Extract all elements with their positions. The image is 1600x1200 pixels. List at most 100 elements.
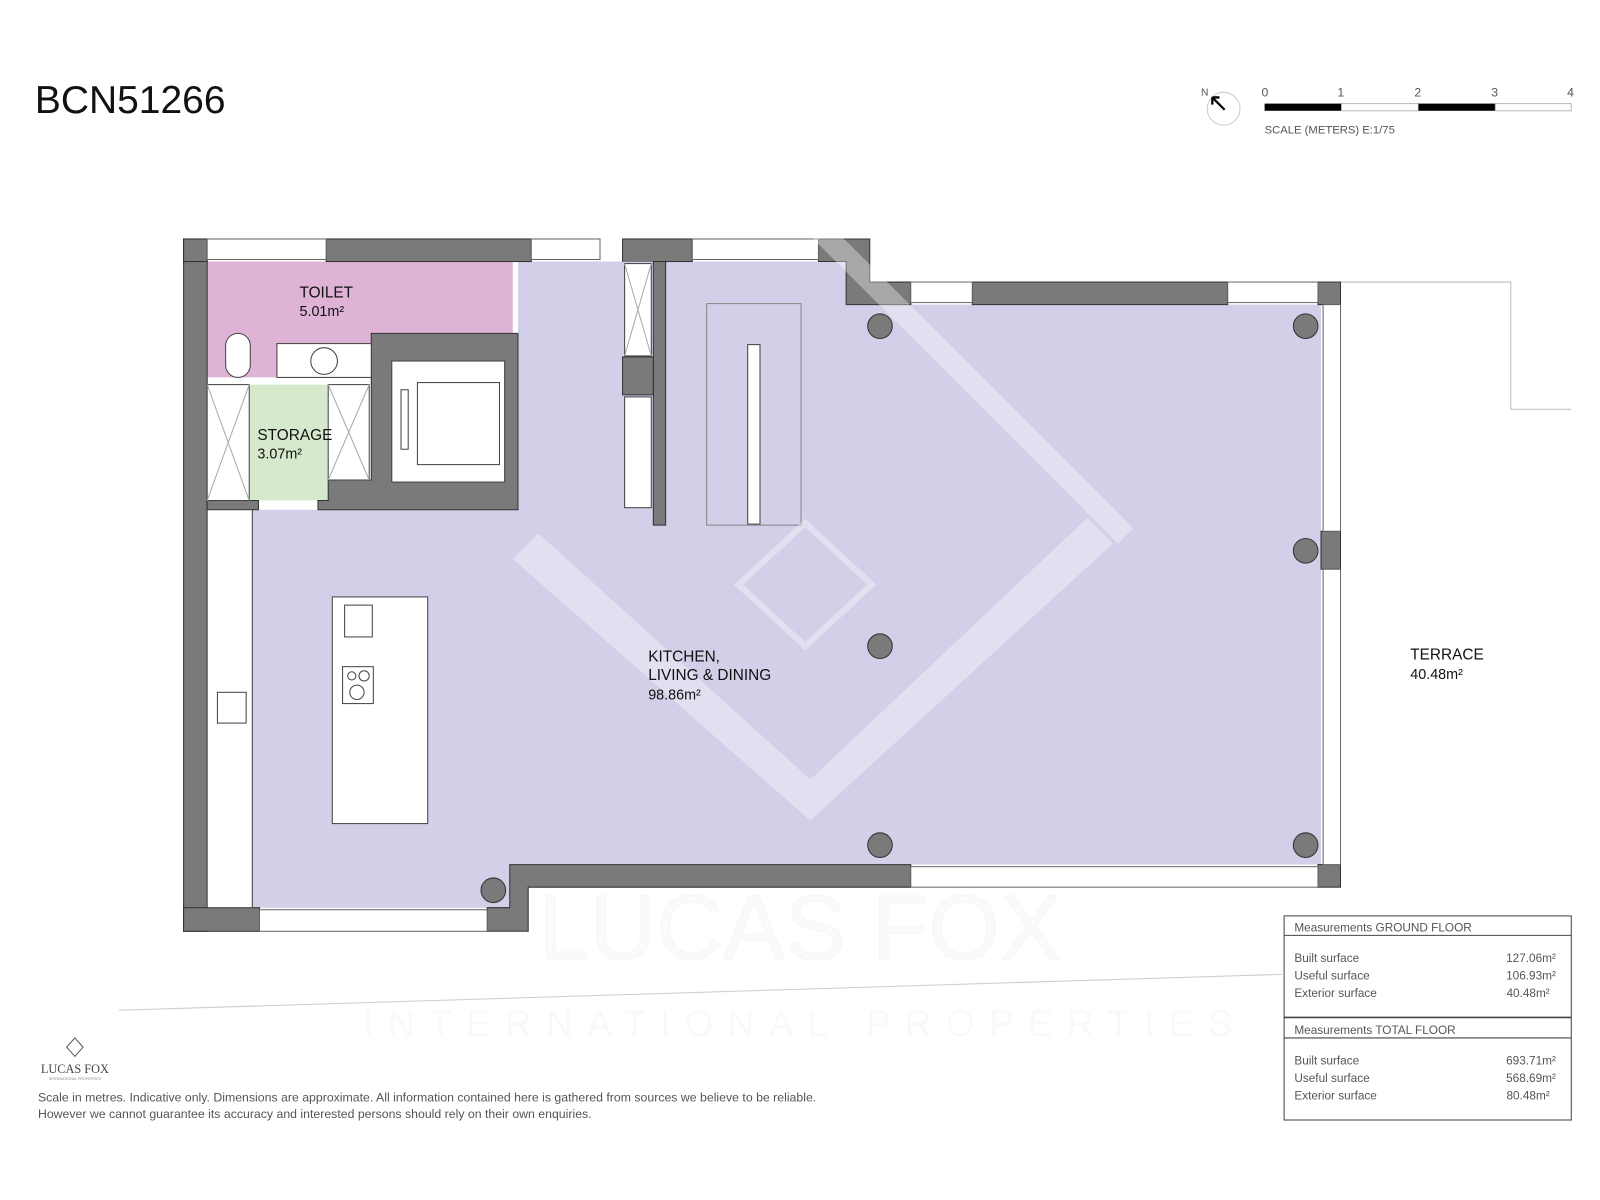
watermark-logo	[733, 518, 877, 651]
measure-label: Useful surface	[1294, 969, 1370, 982]
window	[910, 866, 1319, 888]
wall	[622, 238, 693, 263]
washbasin-icon	[310, 347, 338, 375]
scale-caption: SCALE (METERS) E:1/75	[1265, 124, 1395, 136]
cabinet-cross	[206, 384, 250, 501]
storage-label: STORAGE	[257, 427, 332, 444]
column	[1292, 537, 1319, 564]
scale-tick: 4	[1567, 85, 1574, 99]
wall	[652, 261, 667, 526]
column	[1292, 832, 1319, 858]
window	[1322, 304, 1342, 532]
lucas-fox-logo: LUCAS FOX INTERNATIONAL PROPERTIES	[41, 1037, 109, 1081]
measurements-table: Measurements GROUND FLOOR Built surface …	[1283, 915, 1572, 1121]
toilet-area: 5.01m²	[299, 304, 344, 320]
scale-segment	[1341, 103, 1419, 112]
measure-label: Built surface	[1294, 1055, 1359, 1068]
floor-areas	[207, 261, 1322, 908]
watermark-logo	[810, 205, 1134, 544]
kitchen-label: KITCHEN,	[648, 649, 720, 666]
watermark: LUCAS FOX INTERNATIONAL PROPERTIES	[363, 205, 1246, 1044]
measure-label: Exterior surface	[1294, 987, 1377, 1000]
scale-tick: 3	[1491, 85, 1498, 99]
scale-bar: N 0 1 2 3 4 SCALE (METERS) E:1/75	[1201, 85, 1574, 136]
sink-icon	[216, 691, 247, 724]
window	[1322, 568, 1342, 866]
measure-value: 693.71m²	[1506, 1055, 1556, 1068]
property-reference: BCN51266	[35, 79, 226, 122]
wall	[206, 499, 259, 511]
island-sink-icon	[344, 604, 373, 638]
wall	[183, 238, 208, 263]
toilet-label: TOILET	[299, 284, 353, 301]
living-floor	[207, 261, 1322, 908]
columns	[480, 313, 1319, 904]
measure-value: 80.48m²	[1507, 1089, 1550, 1102]
measure-value: 568.69m²	[1506, 1072, 1556, 1085]
measure-label: Built surface	[1294, 952, 1359, 965]
window	[206, 238, 327, 260]
column	[1292, 313, 1319, 339]
toilet-bowl-icon	[225, 332, 251, 378]
terrace-outline	[1340, 281, 1572, 410]
watermark-text: INTERNATIONAL PROPERTIES	[363, 1003, 1246, 1044]
staircase	[706, 303, 802, 526]
column	[867, 313, 893, 339]
disclaimer-line: However we cannot guarantee its accuracy…	[38, 1107, 592, 1121]
cabinet-cross	[327, 384, 370, 481]
window	[910, 281, 973, 304]
disclaimer-line: Scale in metres. Indicative only. Dimens…	[38, 1091, 816, 1105]
kitchen-area: 98.86m²	[648, 687, 701, 703]
scale-tick: 1	[1337, 85, 1344, 99]
measure-value: 127.06m²	[1506, 952, 1556, 965]
measure-value: 40.48m²	[1507, 987, 1550, 1000]
north-arrow-icon	[1211, 96, 1226, 111]
closet-cross	[624, 263, 652, 357]
terrace-label: TERRACE	[1410, 646, 1483, 663]
terrace-area: 40.48m²	[1410, 667, 1463, 683]
burner-icon	[349, 684, 365, 700]
measure-label: Exterior surface	[1294, 1089, 1377, 1102]
wall	[622, 356, 654, 396]
ground-floor-title: Measurements GROUND FLOOR	[1294, 921, 1471, 934]
fixtures	[206, 263, 802, 909]
window	[691, 238, 819, 260]
scale-segment	[1264, 103, 1342, 111]
scale-segment	[1494, 103, 1572, 112]
logo-name: LUCAS FOX	[41, 1062, 109, 1076]
storage-area: 3.07m²	[257, 446, 302, 462]
north-compass-icon	[1206, 91, 1241, 126]
window	[258, 909, 488, 932]
wall	[325, 238, 532, 263]
wall	[1317, 281, 1342, 306]
column	[867, 633, 893, 659]
windows	[206, 238, 1342, 932]
wall	[1320, 530, 1342, 570]
window	[530, 238, 601, 260]
scale-tick: 2	[1414, 85, 1421, 99]
measure-value: 106.93m²	[1506, 969, 1556, 982]
logo-diamond-icon	[65, 1037, 84, 1058]
wall	[1317, 864, 1342, 888]
lift-cabin	[416, 382, 500, 466]
wall	[971, 281, 1229, 306]
column	[480, 877, 507, 904]
scale-segment	[1418, 103, 1496, 111]
site-boundary-line	[118, 973, 1283, 1011]
window	[1227, 281, 1319, 304]
watermark-text: LUCAS FOX	[538, 875, 1061, 979]
total-floor-title: Measurements TOTAL FLOOR	[1294, 1024, 1455, 1037]
closet	[624, 396, 652, 509]
kitchen-label: LIVING & DINING	[648, 667, 771, 684]
burner-icon	[347, 671, 357, 681]
column	[867, 832, 893, 858]
wall	[817, 238, 912, 306]
stair-rail	[747, 344, 761, 525]
burner-icon	[358, 670, 370, 682]
measure-label: Useful surface	[1294, 1072, 1370, 1085]
wall	[183, 238, 208, 932]
scale-tick: 0	[1262, 85, 1269, 99]
wall	[183, 907, 260, 932]
logo-tagline: INTERNATIONAL PROPERTIES	[49, 1077, 102, 1081]
north-label: N	[1201, 87, 1208, 98]
